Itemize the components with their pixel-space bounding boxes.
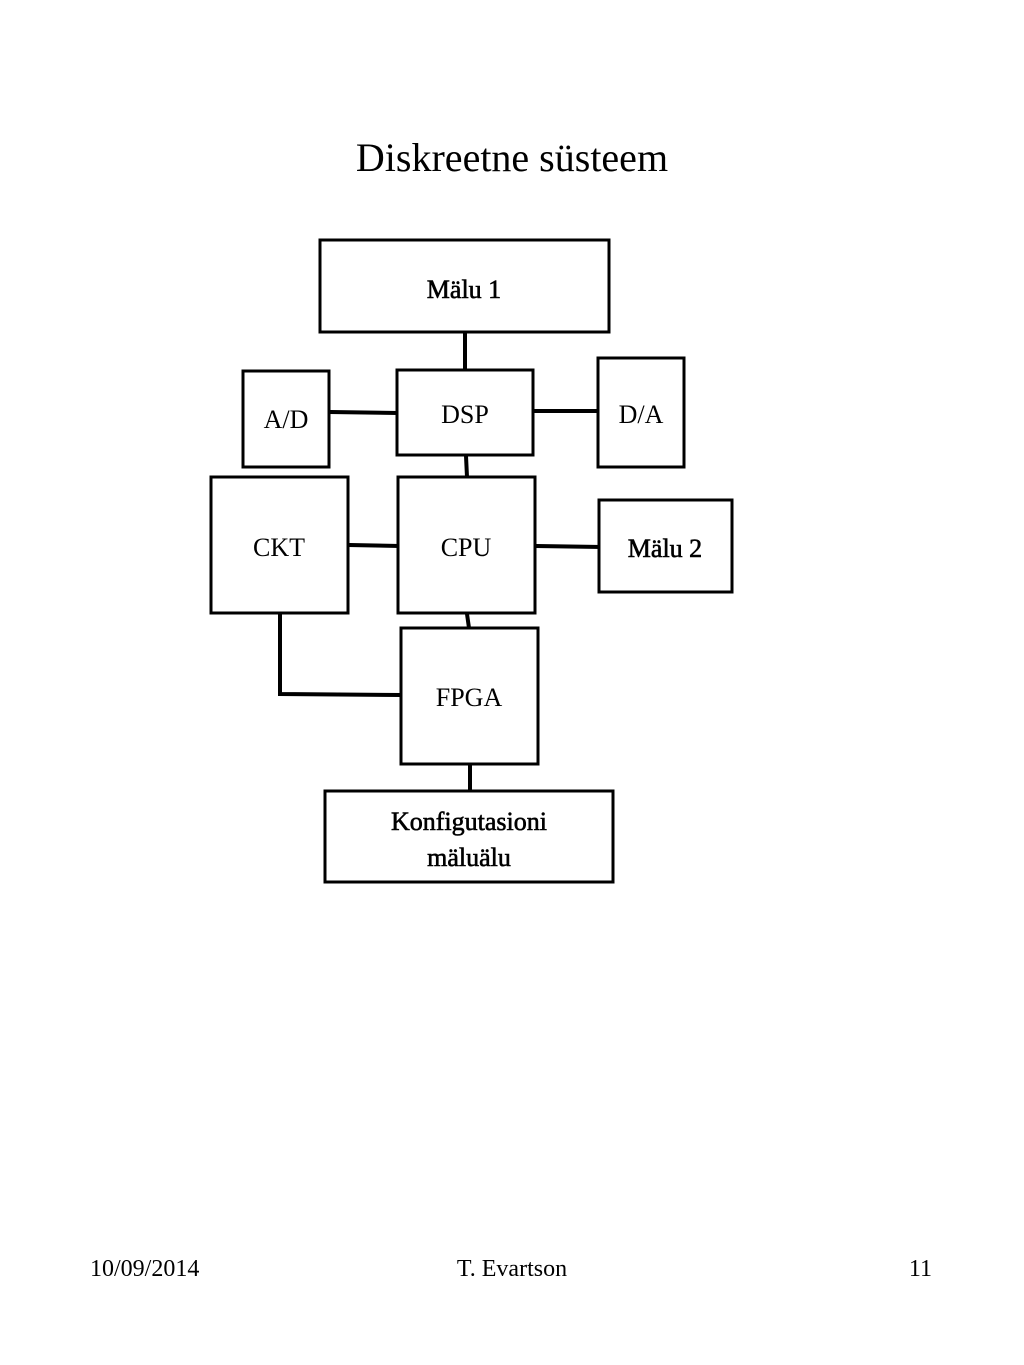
block-dsp-label: DSP (441, 400, 489, 429)
block-fpga-label: FPGA (436, 683, 503, 712)
connector-dsp-cpu (463, 453, 470, 480)
block-mem2: Mälu 2 (597, 498, 734, 594)
block-cpu-label: CPU (441, 533, 492, 562)
block-da-label: D/A (619, 400, 664, 429)
block-ckt: CKT (209, 475, 350, 615)
footer-date: 10/09/2014 (90, 1256, 200, 1282)
block-mem1-label: Mälu 1 (427, 275, 501, 304)
block-config-label-line2: mäluälu (427, 843, 511, 872)
block-da: D/A (596, 356, 686, 469)
block-ad-label: A/D (264, 405, 309, 434)
footer-page-number: 11 (908, 1256, 932, 1282)
footer-author: T. Evartson (456, 1256, 568, 1282)
block-ad: A/D (241, 369, 331, 469)
block-ckt-label: CKT (253, 533, 305, 562)
connector-ad-dsp (328, 409, 399, 416)
block-fpga: FPGA (399, 626, 540, 766)
block-cpu: CPU (396, 475, 537, 615)
slide-title: Diskreetne süsteem (355, 135, 669, 180)
block-config-label-line1: Konfigutasioni (391, 807, 547, 836)
connector-ckt-cpu (347, 542, 401, 549)
connector-ckt-fpga (278, 612, 403, 698)
connectors (278, 331, 603, 792)
block-mem2-label: Mälu 2 (628, 534, 702, 563)
block-mem1: Mälu 1 (318, 238, 611, 334)
connector-cpu-mem2 (534, 543, 603, 550)
block-dsp: DSP (395, 368, 535, 457)
connector-cpu-fpga (464, 611, 472, 631)
block-config-memory: Konfigutasioni mäluälu (323, 789, 615, 884)
